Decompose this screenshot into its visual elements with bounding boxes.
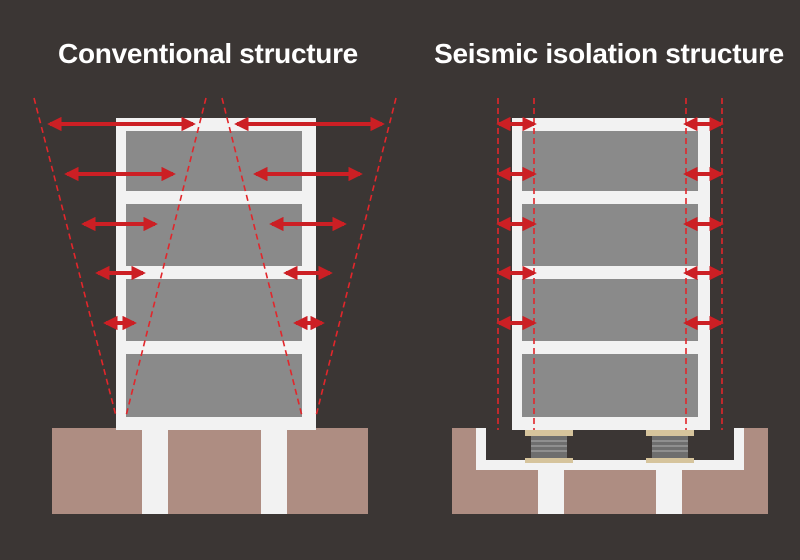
conventional-diagram (33, 97, 397, 514)
sway-guide-line (315, 97, 397, 417)
seismic-isolator-icon (525, 430, 573, 463)
seismic-isolation-title: Seismic isolation structure (434, 38, 784, 69)
isolation-pit-wall (476, 428, 744, 470)
sway-arrows-left (47, 116, 385, 331)
sway-guide-line (125, 97, 207, 417)
ground-block (52, 428, 368, 514)
conventional-structure-title: Conventional structure (58, 38, 358, 69)
bearing-plate (525, 458, 573, 463)
foundation-pile (261, 428, 287, 514)
floor-room (126, 131, 302, 191)
sway-arrows-right (496, 116, 724, 331)
bearing-body (531, 436, 567, 458)
floor-room (522, 204, 698, 266)
foundation-pile (538, 470, 564, 514)
bearing-rubber-layers (652, 440, 688, 452)
floor-room (522, 354, 698, 417)
bearing-body (652, 436, 688, 458)
floor-room (126, 279, 302, 341)
foundation-pile (142, 428, 168, 514)
ground-right (452, 428, 768, 514)
sway-guide-line (33, 97, 117, 417)
bearing-plate (646, 458, 694, 463)
sway-guide-lines-left (33, 97, 397, 417)
floor-room (126, 354, 302, 417)
bearing-plate (525, 430, 573, 436)
isolation-diagram (452, 98, 768, 514)
seismic-isolator-icon (646, 430, 694, 463)
ground-block (452, 428, 768, 514)
ground-left (52, 428, 368, 514)
floor-room (126, 204, 302, 266)
floor-room (522, 131, 698, 191)
sway-guide-lines-right (497, 98, 723, 430)
bearing-rubber-layers (531, 440, 567, 452)
floor-room (522, 279, 698, 341)
building-right (512, 118, 710, 430)
bearing-plate (646, 430, 694, 436)
sway-guide-line (221, 97, 303, 417)
foundation-pile (656, 470, 682, 514)
